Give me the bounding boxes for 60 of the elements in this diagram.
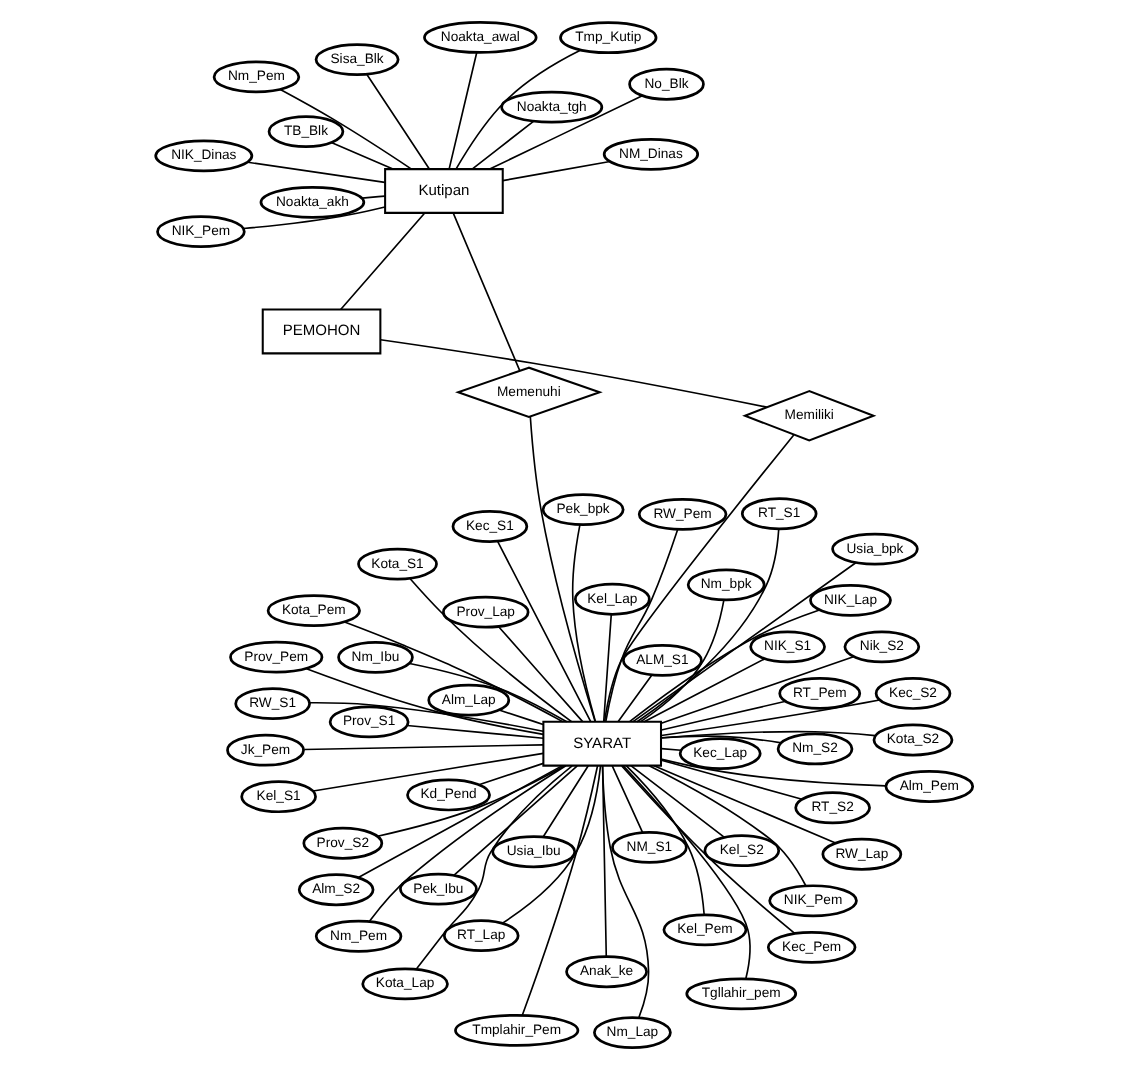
connector bbox=[635, 528, 779, 723]
connector bbox=[407, 662, 567, 723]
connector bbox=[414, 765, 572, 970]
connector bbox=[408, 577, 572, 723]
connector bbox=[487, 95, 643, 170]
connector bbox=[659, 730, 876, 739]
connector bbox=[642, 657, 765, 723]
connector bbox=[602, 434, 794, 723]
connector bbox=[356, 765, 562, 879]
connector bbox=[659, 699, 880, 737]
connector bbox=[307, 701, 543, 733]
connector bbox=[610, 765, 643, 834]
connector bbox=[601, 613, 612, 723]
connector bbox=[659, 759, 802, 801]
connector bbox=[616, 674, 652, 723]
connector bbox=[600, 764, 649, 1019]
connector bbox=[378, 338, 767, 408]
connector bbox=[631, 561, 856, 723]
connector bbox=[570, 524, 596, 723]
connector bbox=[454, 49, 581, 170]
connector bbox=[520, 764, 598, 1017]
connector bbox=[647, 764, 806, 887]
connector bbox=[311, 752, 544, 792]
connector bbox=[652, 765, 836, 844]
connector bbox=[629, 764, 724, 838]
connector bbox=[302, 744, 543, 751]
connector bbox=[624, 764, 704, 916]
connector bbox=[495, 540, 591, 723]
connector bbox=[470, 120, 534, 170]
connector bbox=[659, 758, 886, 787]
connector bbox=[496, 625, 583, 723]
connector bbox=[619, 765, 795, 935]
connector bbox=[342, 621, 563, 723]
connector bbox=[360, 195, 385, 199]
connector bbox=[528, 415, 595, 723]
connector bbox=[500, 160, 610, 182]
connector bbox=[628, 609, 820, 723]
connector bbox=[278, 88, 412, 170]
connector bbox=[304, 668, 544, 736]
connector bbox=[659, 747, 681, 752]
connector bbox=[365, 73, 429, 170]
connector bbox=[500, 764, 601, 924]
node-box: PEMOHON bbox=[260, 308, 381, 355]
connector bbox=[638, 599, 724, 723]
connector bbox=[241, 206, 385, 230]
node-box: Kutipan bbox=[383, 168, 503, 214]
connector bbox=[451, 212, 520, 372]
connector bbox=[497, 709, 543, 726]
connector bbox=[541, 764, 589, 838]
connector bbox=[477, 762, 544, 786]
connector bbox=[659, 700, 786, 731]
connector bbox=[447, 51, 477, 170]
connector bbox=[338, 212, 425, 311]
connector bbox=[330, 141, 393, 170]
connector bbox=[246, 161, 385, 184]
connector bbox=[405, 724, 544, 740]
connector bbox=[603, 528, 678, 723]
connector bbox=[659, 655, 854, 725]
connector bbox=[375, 765, 565, 837]
node-box: SYARAT bbox=[541, 720, 662, 767]
